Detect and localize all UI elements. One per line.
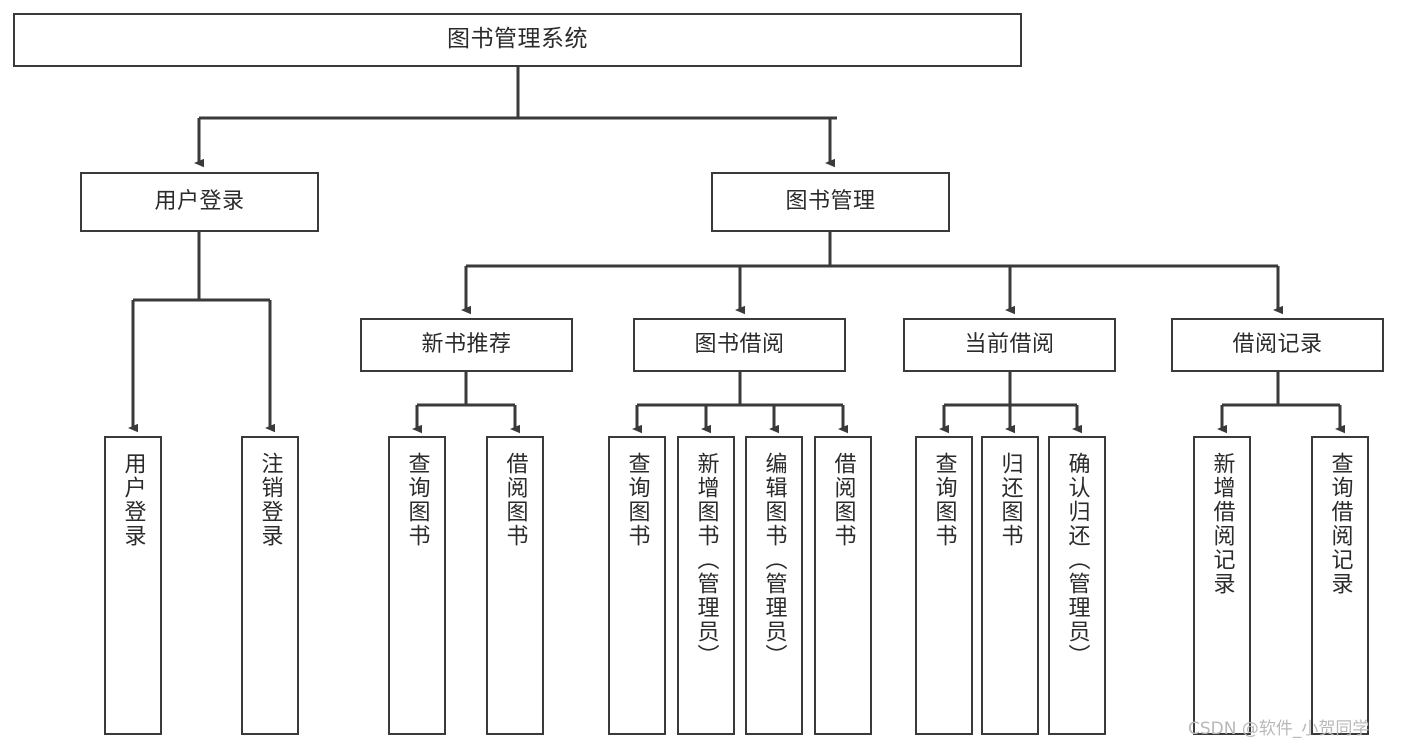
node-new-book-recommend[interactable]: 新书推荐 bbox=[360, 318, 573, 372]
node-label: 借阅图书 bbox=[830, 452, 856, 548]
node-current-borrow[interactable]: 当前借阅 bbox=[903, 318, 1116, 372]
node-label: 编辑图书（管理员） bbox=[761, 452, 787, 668]
leaf-book-borrow-add-book[interactable]: 新增图书（管理员） bbox=[677, 436, 735, 735]
node-borrow-record[interactable]: 借阅记录 bbox=[1171, 318, 1384, 372]
leaf-user-login-login[interactable]: 用户登录 bbox=[104, 436, 162, 735]
node-label: 借阅图书 bbox=[502, 452, 528, 548]
leaf-borrow-record-add-record[interactable]: 新增借阅记录 bbox=[1193, 436, 1251, 735]
csdn-watermark: CSDN @软件_小贺同学 bbox=[1188, 719, 1370, 739]
leaf-current-borrow-query-book[interactable]: 查询图书 bbox=[915, 436, 973, 735]
node-label: 图书管理系统 bbox=[447, 26, 588, 53]
leaf-new-book-borrow-book[interactable]: 借阅图书 bbox=[486, 436, 544, 735]
node-root-system[interactable]: 图书管理系统 bbox=[13, 13, 1022, 67]
leaf-book-borrow-query-book[interactable]: 查询图书 bbox=[608, 436, 666, 735]
node-book-management[interactable]: 图书管理 bbox=[711, 172, 950, 232]
leaf-borrow-record-query-record[interactable]: 查询借阅记录 bbox=[1311, 436, 1369, 735]
node-label: 图书借阅 bbox=[694, 332, 785, 358]
node-book-borrow[interactable]: 图书借阅 bbox=[633, 318, 846, 372]
node-label: 确认归还（管理员） bbox=[1064, 452, 1090, 668]
leaf-book-borrow-borrow-book[interactable]: 借阅图书 bbox=[814, 436, 872, 735]
leaf-book-borrow-edit-book[interactable]: 编辑图书（管理员） bbox=[745, 436, 803, 735]
leaf-current-borrow-return-book[interactable]: 归还图书 bbox=[981, 436, 1039, 735]
node-label: 查询图书 bbox=[404, 452, 430, 548]
node-label: 新书推荐 bbox=[421, 332, 512, 358]
node-user-login[interactable]: 用户登录 bbox=[80, 172, 319, 232]
leaf-new-book-query-book[interactable]: 查询图书 bbox=[388, 436, 446, 735]
node-label: 当前借阅 bbox=[964, 332, 1055, 358]
node-label: 注销登录 bbox=[257, 452, 283, 548]
leaf-current-borrow-confirm-return[interactable]: 确认归还（管理员） bbox=[1048, 436, 1106, 735]
node-label: 借阅记录 bbox=[1232, 332, 1323, 358]
node-label: 查询图书 bbox=[624, 452, 650, 548]
node-label: 新增借阅记录 bbox=[1209, 452, 1235, 596]
node-label: 图书管理 bbox=[785, 189, 876, 215]
node-label: 用户登录 bbox=[154, 189, 245, 215]
leaf-user-login-logout[interactable]: 注销登录 bbox=[241, 436, 299, 735]
node-label: 查询图书 bbox=[931, 452, 957, 548]
node-label: 查询借阅记录 bbox=[1327, 452, 1353, 596]
node-label: 新增图书（管理员） bbox=[693, 452, 719, 668]
node-label: 用户登录 bbox=[120, 452, 146, 548]
node-label: 归还图书 bbox=[997, 452, 1023, 548]
